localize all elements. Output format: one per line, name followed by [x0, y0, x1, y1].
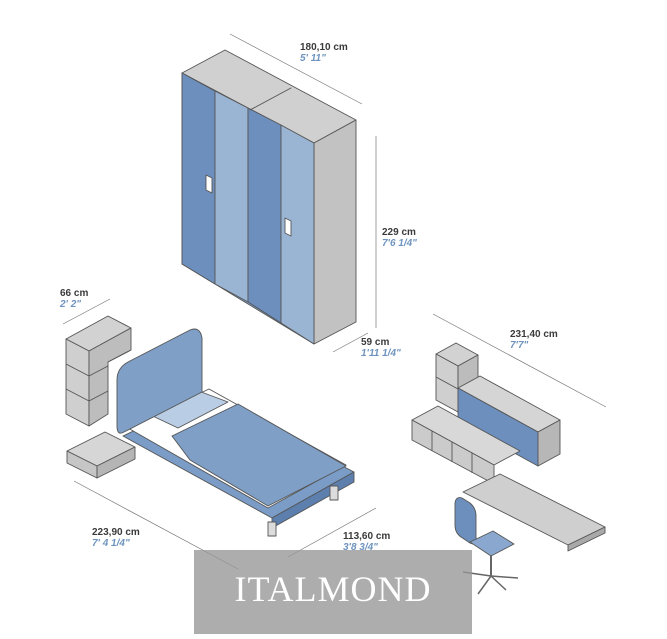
- desk-top: [462, 473, 606, 546]
- bed-width-line: [287, 507, 377, 558]
- wardrobe-height-imperial: 7'6 1/4": [382, 238, 417, 249]
- desk-width-imperial: 7'7": [510, 340, 529, 351]
- wardrobe-top-inner: [249, 87, 292, 111]
- bookcase-unit: [65, 315, 132, 427]
- bed-length-metric: 223,90 cm: [92, 527, 140, 538]
- bed-length-imperial: 7' 4 1/4": [92, 538, 130, 549]
- wardrobe-width-imperial: 5' 11": [300, 53, 326, 64]
- shelf-width-metric: 66 cm: [60, 288, 89, 299]
- bed-width-imperial: 3'8 3/4": [343, 542, 378, 553]
- bed-width-label: 113,60 cm 3'8 3/4": [343, 531, 390, 553]
- shelf-width-line: [62, 298, 111, 325]
- watermark-text: ITALMOND: [234, 569, 432, 609]
- wardrobe-side: [313, 119, 357, 345]
- wardrobe-width-label: 180,10 cm 5' 11": [300, 42, 348, 64]
- wardrobe-door-3: [247, 107, 282, 324]
- bedside-drawer: [66, 431, 136, 479]
- wardrobe-depth-metric: 59 cm: [361, 337, 390, 348]
- desk-width-metric: 231,40 cm: [510, 329, 558, 340]
- wardrobe-handle-right: [284, 217, 292, 237]
- drawer-side: [96, 446, 136, 479]
- wardrobe-handle-left: [205, 174, 213, 194]
- desk-unit: [411, 342, 606, 552]
- wardrobe: [181, 49, 357, 345]
- wardrobe-width-line: [229, 33, 363, 105]
- desk-cabinet-side: [537, 419, 561, 467]
- wardrobe-width-metric: 180,10 cm: [300, 42, 348, 53]
- desk-width-line: [432, 313, 607, 408]
- wardrobe-height-metric: 229 cm: [382, 227, 416, 238]
- wardrobe-door-2: [214, 90, 249, 303]
- bed-leg-front: [267, 521, 277, 537]
- desk-top-edge: [567, 526, 606, 552]
- shelf-width-label: 66 cm 2' 2": [60, 288, 88, 310]
- watermark: ITALMOND: [194, 550, 472, 634]
- chair-back: [454, 497, 477, 545]
- bed-duvet: [171, 403, 347, 507]
- bed-length-label: 223,90 cm 7' 4 1/4": [92, 527, 140, 549]
- wardrobe-height-label: 229 cm 7'6 1/4": [382, 227, 417, 249]
- wardrobe-depth-label: 59 cm 1'11 1/4": [361, 337, 401, 359]
- wardrobe-depth-imperial: 1'11 1/4": [361, 348, 401, 359]
- bed-width-metric: 113,60 cm: [343, 531, 391, 542]
- bed: [116, 328, 355, 537]
- shelf-width-imperial: 2' 2": [60, 299, 82, 310]
- desk-width-label: 231,40 cm 7'7": [510, 329, 558, 351]
- bed-headboard: [116, 328, 203, 434]
- wardrobe-door-4: [280, 124, 315, 345]
- bed-leg-side: [329, 485, 339, 501]
- wardrobe-depth-line: [332, 332, 369, 353]
- chair-seat: [469, 530, 515, 557]
- desk-chair: [454, 497, 519, 595]
- bookcase-front: [65, 338, 90, 427]
